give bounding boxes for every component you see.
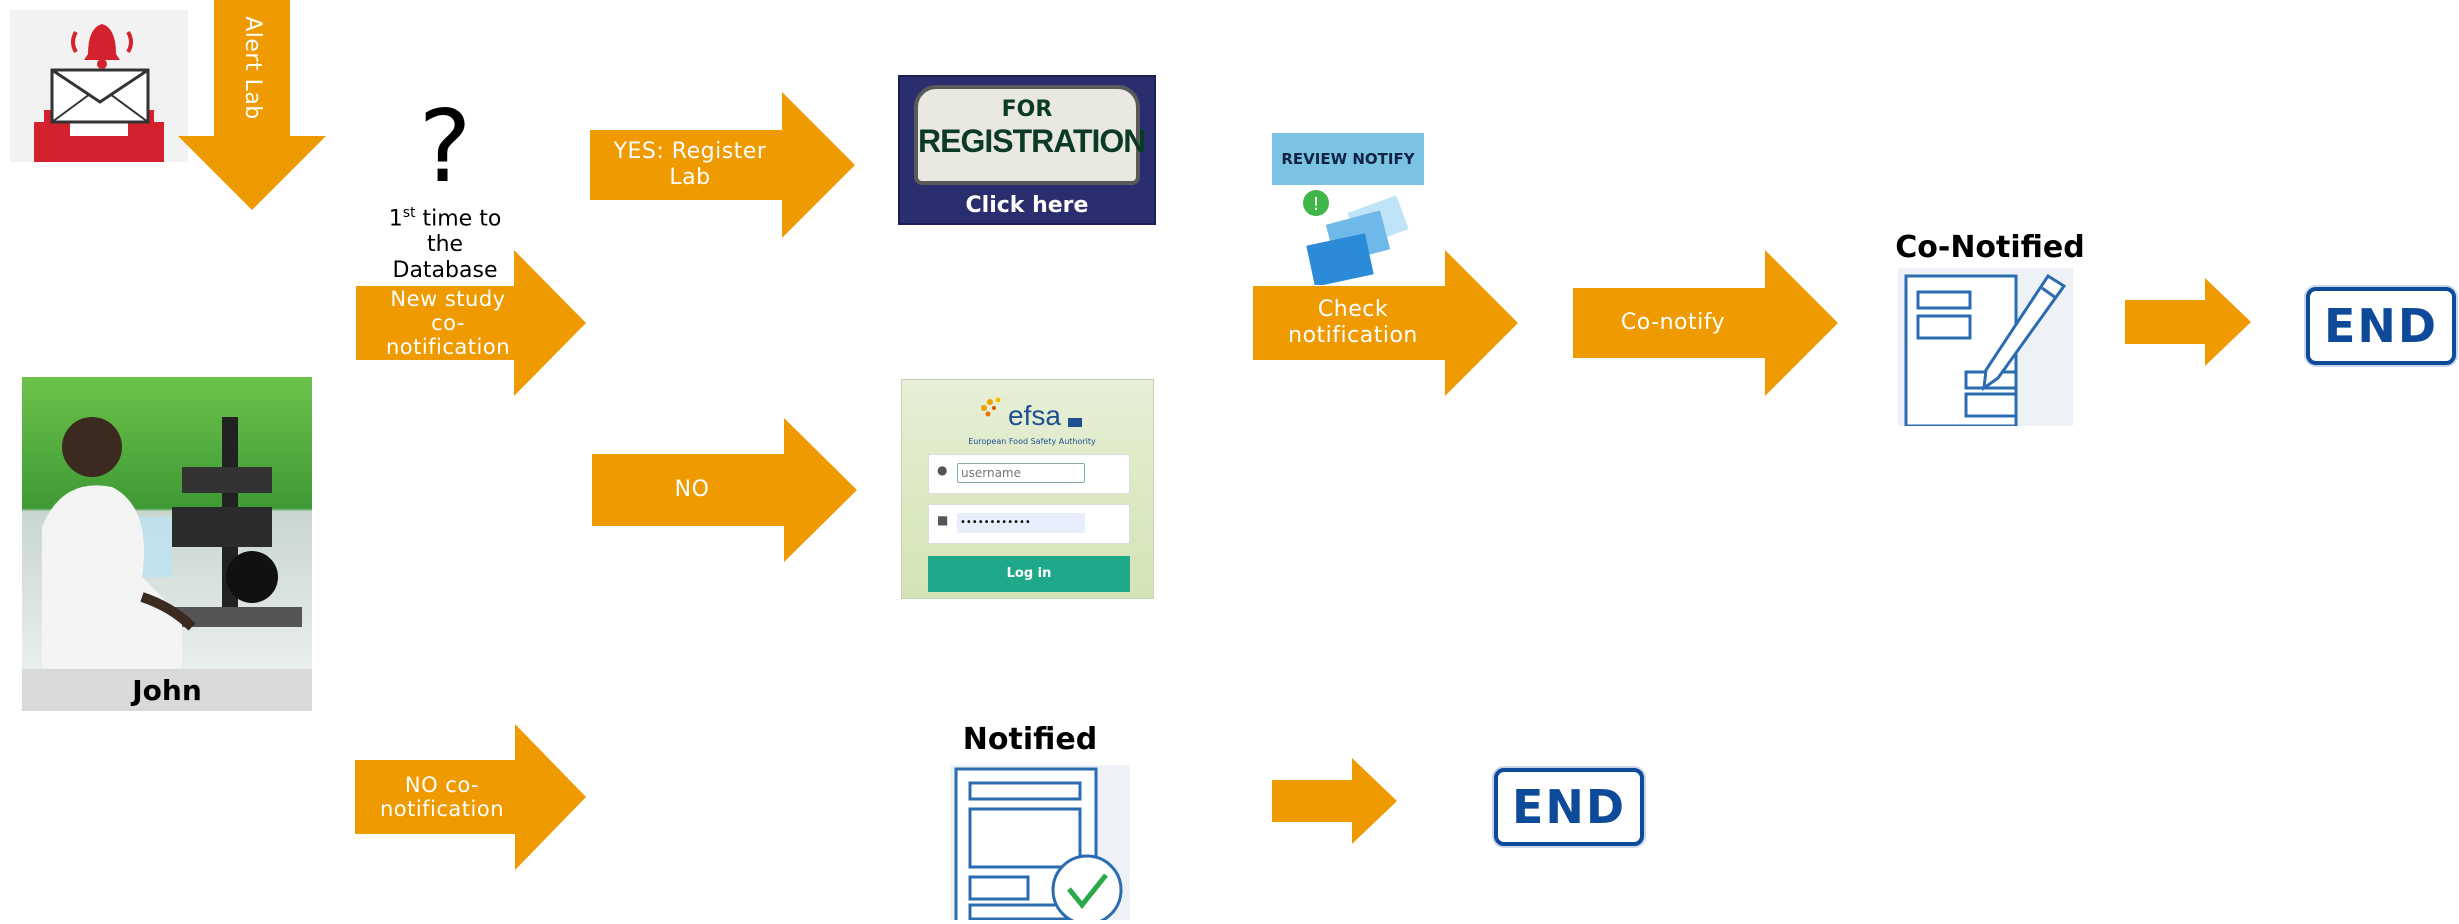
question-mark-icon: ? [418, 88, 472, 205]
svg-text:!: ! [1312, 194, 1319, 215]
new-study-arrow: New study co-notification [356, 250, 586, 396]
registration-plate[interactable]: FOR REGISTRATION Click here [898, 75, 1156, 225]
username-input[interactable] [957, 463, 1085, 483]
no-conotification-label: NO co-notification [379, 773, 505, 821]
efsa-brand: efsa [1008, 400, 1061, 431]
password-input[interactable]: •••••••••••• [957, 513, 1085, 533]
notified-end-arrow [1272, 758, 1397, 844]
new-study-label: New study co-notification [385, 287, 511, 359]
envelopes-icon: ! [1303, 190, 1409, 285]
check-notification-arrow: Check notification [1253, 250, 1518, 396]
efsa-logo-dots-icon [981, 397, 1001, 417]
no-conotification-arrow: NO co-notification [355, 724, 586, 870]
alert-lab-label: Alert Lab [240, 16, 265, 120]
alert-envelope-icon [10, 10, 188, 162]
john-photo [22, 377, 312, 669]
alert-lab-arrow: Alert Lab [178, 0, 326, 210]
first-time-number: 1 [388, 206, 403, 232]
co-notified-document-icon [1898, 268, 2073, 428]
login-button[interactable]: Log in [928, 556, 1130, 592]
yes-register-arrow: YES: Register Lab [590, 92, 855, 238]
no-label: NO [674, 477, 710, 502]
end-plate-top: END [2306, 287, 2456, 365]
plate-registration-text: REGISTRATION [918, 123, 1146, 159]
plate-for-text: FOR [1001, 97, 1053, 122]
co-notify-label: Co-notify [1620, 310, 1726, 335]
notified-title: Notified [962, 722, 1098, 757]
notified-document-icon [950, 765, 1130, 924]
first-time-text: 1st time to the Database [370, 200, 520, 284]
no-arrow: NO [592, 418, 857, 562]
end-plate-bottom: END [1494, 768, 1644, 846]
first-time-sup: st [402, 205, 416, 221]
password-field[interactable]: ■ •••••••••••• [928, 504, 1130, 544]
eu-flag-icon [1068, 418, 1082, 427]
john-name-label: John [22, 669, 312, 711]
check-notification-label: Check notification [1288, 297, 1418, 348]
review-notify-image: REVIEW NOTIFY ! [1272, 133, 1424, 285]
co-notified-end-arrow [2125, 278, 2251, 366]
user-icon: ● [937, 463, 948, 477]
review-notify-header: REVIEW NOTIFY [1272, 133, 1424, 185]
click-here-button[interactable]: Click here [965, 193, 1089, 218]
first-time-line3: Database [392, 258, 498, 284]
yes-register-label: YES: Register Lab [613, 139, 767, 190]
efsa-brand-sub: European Food Safety Authority [968, 437, 1096, 446]
username-field[interactable]: ● [928, 454, 1130, 494]
first-time-post: time to [415, 206, 502, 232]
co-notified-title: Co-Notified [1895, 230, 2085, 265]
lock-icon: ■ [937, 513, 949, 527]
efsa-login-panel: efsa European Food Safety Authority ● ■ … [901, 379, 1154, 599]
co-notify-arrow: Co-notify [1573, 250, 1838, 396]
first-time-line2: the [426, 232, 464, 258]
